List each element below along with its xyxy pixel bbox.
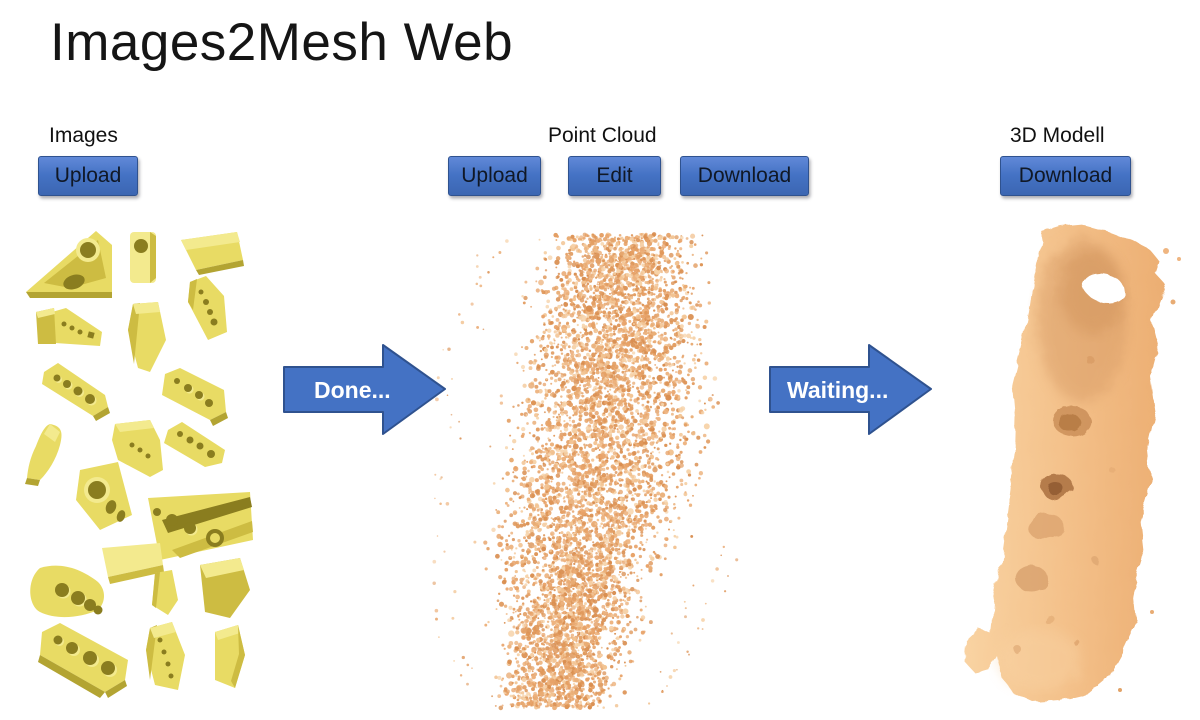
part-thumbnail bbox=[152, 570, 178, 615]
images-collage-render bbox=[25, 231, 253, 698]
part-thumbnail bbox=[36, 308, 102, 346]
edit-point-cloud-button[interactable]: Edit bbox=[568, 156, 661, 196]
part-thumbnail bbox=[146, 622, 185, 690]
part-thumbnail bbox=[128, 302, 166, 372]
mesh-model-shape bbox=[964, 225, 1166, 703]
part-thumbnail bbox=[200, 558, 250, 618]
download-model-button[interactable]: Download bbox=[1000, 156, 1131, 196]
download-point-cloud-button[interactable]: Download bbox=[680, 156, 809, 196]
waiting-arrow-label: Waiting... bbox=[787, 377, 888, 403]
part-thumbnail bbox=[188, 276, 227, 340]
arrow-right-shape bbox=[283, 344, 446, 435]
mesh-debris-specks bbox=[1118, 248, 1181, 692]
point-cloud-render bbox=[432, 232, 739, 711]
upload-images-button[interactable]: Upload bbox=[38, 156, 138, 196]
part-thumbnail bbox=[181, 232, 244, 275]
part-thumbnail bbox=[102, 543, 164, 584]
part-thumbnail bbox=[42, 363, 110, 421]
arrow-right-shape bbox=[769, 344, 932, 435]
done-arrow: Done... bbox=[283, 344, 446, 435]
part-thumbnail bbox=[25, 424, 62, 486]
part-thumbnail bbox=[112, 420, 163, 477]
point-cloud-dots bbox=[432, 232, 739, 711]
part-thumbnail bbox=[164, 422, 225, 467]
part-thumbnail bbox=[26, 231, 112, 298]
part-thumbnail bbox=[30, 565, 104, 618]
done-arrow-label: Done... bbox=[314, 377, 391, 403]
part-thumbnail bbox=[76, 462, 132, 530]
section-label-3d-model: 3D Modell bbox=[1010, 124, 1105, 147]
part-thumbnail bbox=[162, 368, 228, 426]
section-label-images: Images bbox=[49, 124, 118, 147]
upload-point-cloud-button[interactable]: Upload bbox=[448, 156, 541, 196]
part-thumbnail bbox=[130, 232, 156, 283]
waiting-arrow: Waiting... bbox=[769, 344, 932, 435]
part-thumbnail bbox=[148, 492, 253, 560]
page-title: Images2Mesh Web bbox=[50, 13, 514, 72]
part-thumbnail bbox=[215, 625, 245, 688]
mesh-model-render bbox=[964, 225, 1181, 703]
section-label-point-cloud: Point Cloud bbox=[548, 124, 657, 147]
part-thumbnail bbox=[38, 623, 128, 698]
